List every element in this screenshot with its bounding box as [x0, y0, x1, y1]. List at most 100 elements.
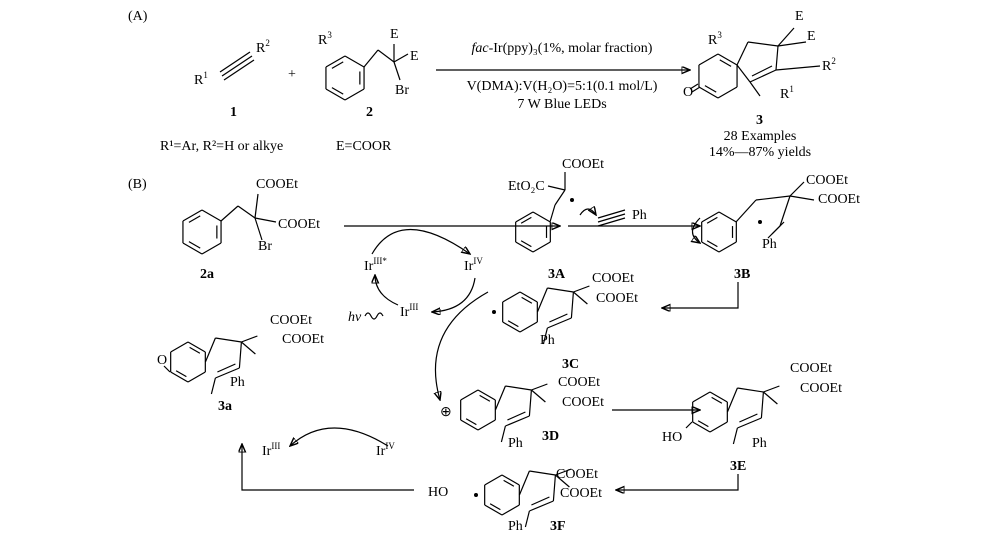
double-bond [706, 216, 718, 224]
ring-bond [325, 88, 346, 101]
compound-3E-label: 3E [730, 459, 746, 474]
ir-iii: IrIII [400, 302, 418, 320]
r1-label: R1 [194, 70, 208, 88]
bond [771, 221, 785, 235]
ir-iv: IrIV [464, 256, 483, 274]
cation-symbol: ⊕ [440, 405, 452, 420]
bond [528, 389, 532, 417]
ring-bond [187, 371, 206, 383]
double-bond [549, 313, 568, 323]
ester-label: COOEt [256, 177, 298, 192]
ring-bond [477, 389, 496, 401]
double-bond [520, 240, 532, 248]
bond [685, 421, 693, 429]
ring-bond [515, 211, 534, 223]
hv-label: hv [348, 310, 362, 325]
bond [494, 385, 506, 411]
ester-label: COOEt [562, 157, 604, 172]
bond [204, 337, 216, 363]
bond [763, 385, 780, 393]
double-bond [739, 413, 758, 423]
bond [505, 415, 530, 427]
bond [547, 287, 574, 293]
bond [763, 391, 778, 405]
bond [779, 195, 791, 227]
ir-iii: IrIII [262, 441, 280, 459]
ring-bond [187, 341, 206, 353]
r-group-definition: R¹=Ar, R²=H or alkye [160, 139, 283, 154]
ester-e-label: E [410, 49, 419, 64]
bond [573, 291, 588, 305]
phenyl-label: Ph [230, 375, 245, 390]
bond [726, 387, 738, 413]
ring-bond [519, 291, 538, 303]
r1-label: R1 [780, 84, 794, 102]
bond [751, 65, 773, 77]
ring-bond [201, 209, 222, 222]
examples-count: 28 Examples [724, 129, 797, 144]
bond [529, 500, 554, 512]
ester-label: COOEt [556, 467, 598, 482]
bond [237, 205, 256, 219]
bond [377, 49, 395, 63]
bromo-label: Br [395, 83, 409, 98]
ester-label: COOEt [800, 381, 842, 396]
bond [215, 367, 240, 379]
bond [749, 69, 777, 83]
ring-bond [501, 504, 520, 516]
hydroxyl-label: HO [662, 430, 682, 445]
ester-label: COOEt [596, 291, 638, 306]
solvent-condition: V(DMA):V(H₂O)=5:1(0.1 mol/L) [467, 79, 658, 94]
double-bond [465, 418, 477, 426]
ring-bond [344, 55, 365, 68]
bond [789, 181, 805, 197]
ring-bond [701, 241, 720, 253]
phenyl-label: Ph [752, 436, 767, 451]
ring-bond [718, 241, 737, 253]
reaction-arrows [242, 70, 739, 490]
bond [736, 41, 749, 66]
ring-bond [698, 53, 719, 66]
bond [163, 365, 171, 373]
ring-bond [170, 341, 189, 353]
compound-3-label: 3 [756, 113, 763, 128]
ester-e-label: E [390, 27, 399, 42]
bond [775, 65, 821, 71]
ring-bond [502, 291, 521, 303]
compound-3A-label: 3A [548, 267, 566, 282]
bond [755, 195, 791, 201]
ir-iii-excited: IrIII* [364, 256, 387, 274]
phenyl-label: Ph [508, 436, 523, 451]
bond [531, 389, 546, 403]
phenyl-label: Ph [632, 208, 647, 223]
ring-bond [532, 241, 551, 253]
bond [542, 327, 548, 345]
ester-e-label: E [807, 29, 816, 44]
compound-3a-label: 3a [218, 399, 232, 414]
ester-label: COOEt [562, 395, 604, 410]
compound-3B-label: 3B [734, 267, 750, 282]
double-bond [503, 479, 515, 487]
carbonyl-o-label: O [157, 353, 167, 368]
ring-bond [692, 391, 711, 403]
ester-label: COOEt [592, 271, 634, 286]
part-a-label: (A) [128, 9, 148, 24]
ring-bond [709, 391, 728, 403]
ester-label: COOEt [558, 375, 600, 390]
double-bond [697, 420, 709, 428]
ring-bond [515, 241, 534, 253]
ester-label: EtO₂C [508, 179, 545, 194]
triple-bond [219, 51, 251, 73]
bond [570, 291, 574, 319]
bond [363, 49, 379, 68]
ring-bond [718, 211, 737, 223]
bond [689, 83, 699, 90]
bond [555, 468, 572, 476]
double-bond [189, 346, 201, 354]
plus-sign: + [288, 67, 296, 82]
compound-2a-label: 2a [200, 267, 214, 282]
bond [735, 199, 757, 223]
ring-bond [484, 504, 503, 516]
bond [241, 335, 258, 343]
r2-label: R2 [256, 38, 270, 56]
